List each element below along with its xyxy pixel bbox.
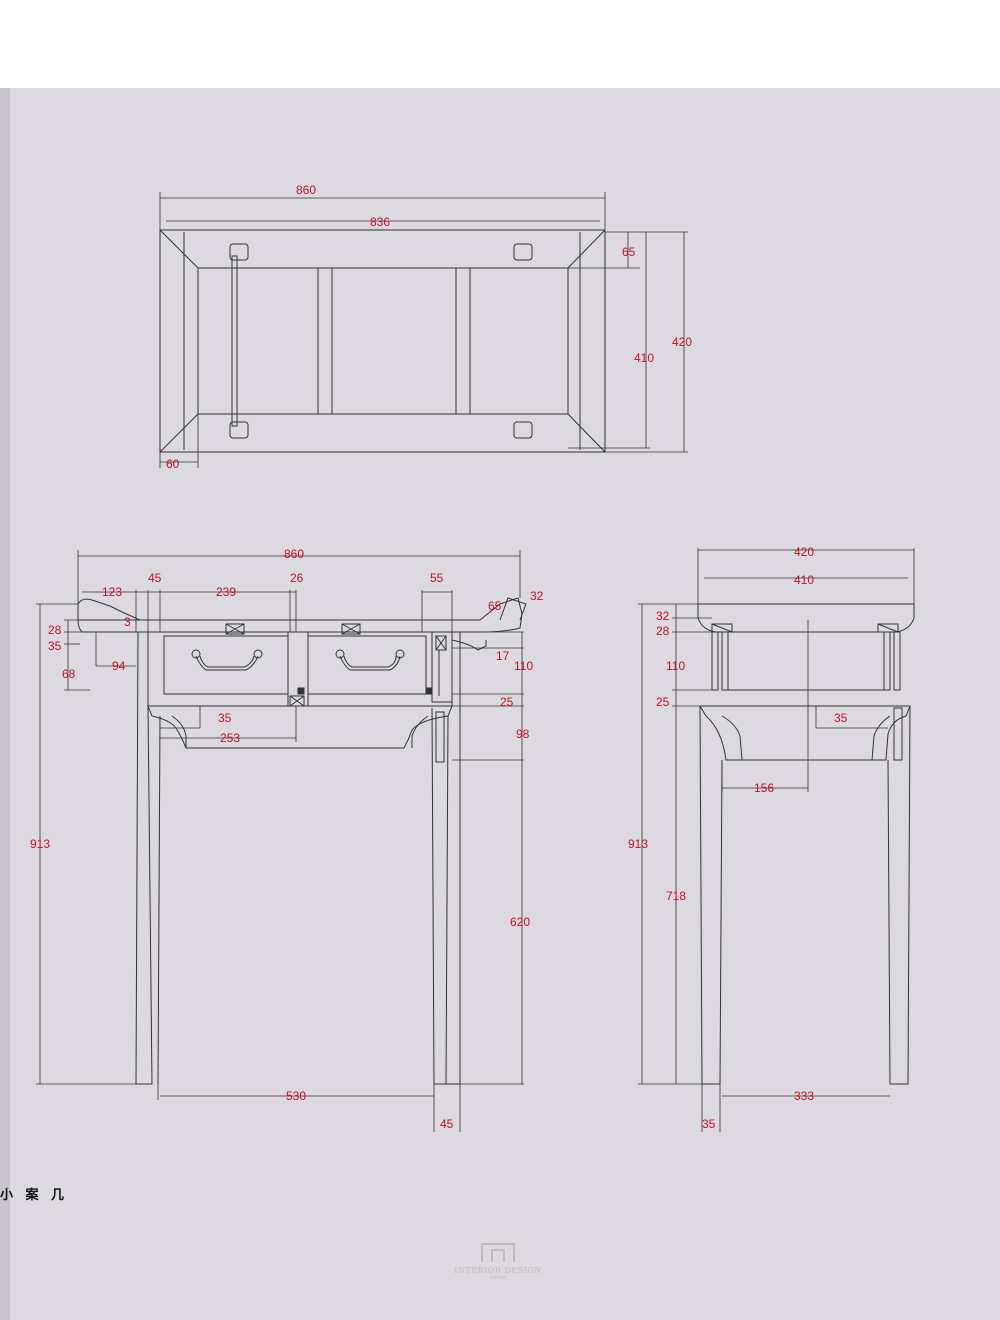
dim-side-leg-span: 333 [794,1089,814,1103]
page-edge [0,88,10,1320]
dim-side-28: 28 [656,624,670,638]
dim-front-65: 65 [488,599,502,613]
logo-text: INTERIOR DESIGN [454,1266,542,1275]
dim-side-32: 32 [656,609,670,623]
logo-subtext: ccd-fuit [489,1275,507,1281]
dim-front-26: 26 [290,571,304,585]
dim-front-35: 35 [48,639,62,653]
dim-front-leg-height: 620 [510,915,530,929]
drawing-caption: 小 案 几 [0,1188,69,1203]
dim-front-28: 28 [48,623,62,637]
dim-side-35: 35 [834,711,848,725]
dim-front-45: 45 [148,571,162,585]
dim-side-25: 25 [656,695,670,709]
dim-front-68: 68 [62,667,76,681]
dim-front-98: 98 [516,727,530,741]
dim-top-end-offset: 65 [622,245,636,259]
dim-front-leg-width: 45 [440,1117,454,1131]
publisher-logo-icon [481,1243,515,1262]
dim-front-55: 55 [430,571,444,585]
dim-front-239: 239 [216,585,236,599]
dim-front-17: 17 [496,649,510,663]
top-view-dimensions: 860 836 65 410 420 60 [166,183,692,471]
side-view-elevation [697,603,915,1085]
dim-side-height: 913 [628,837,648,851]
dim-side-leg-width: 35 [702,1117,716,1131]
dim-side-156: 156 [754,781,774,795]
dim-top-side-margin: 60 [166,457,180,471]
front-view-elevation [77,597,527,1085]
side-view-dimensions: 420 410 32 28 110 25 35 156 913 718 333 … [628,545,848,1131]
front-view-dimension-lines [36,550,524,1132]
dim-top-overall-length: 860 [296,183,316,197]
paper-sheet [10,88,1000,1320]
dim-front-94: 94 [112,659,126,673]
dim-side-inner-depth: 410 [794,573,814,587]
dim-front-25: 25 [500,695,514,709]
dim-top-depth-inner: 410 [634,351,654,365]
front-view-dimensions: 860 123 45 239 26 55 65 32 3 28 35 94 68… [30,547,544,1131]
dim-side-overall-depth: 420 [794,545,814,559]
dim-front-35b: 35 [218,711,232,725]
side-view-dimension-lines [638,548,915,1132]
dim-front-overall-width: 860 [284,547,304,561]
dim-front-110: 110 [514,659,533,673]
dim-side-leg-height: 718 [666,889,686,903]
dim-side-110: 110 [666,659,685,673]
dim-front-123: 123 [102,585,122,599]
dim-front-3: 3 [124,615,131,629]
dim-front-253: 253 [220,731,240,745]
dim-front-height: 913 [30,837,50,851]
dim-front-leg-span: 530 [286,1089,306,1103]
top-view-plan [159,229,606,453]
dim-top-depth-overall: 420 [672,335,692,349]
dim-top-inner-length: 836 [370,215,390,229]
top-view-dimension-lines [159,192,688,468]
dim-front-32: 32 [530,589,544,603]
publisher-logo: INTERIOR DESIGN ccd-fuit [438,1238,558,1281]
